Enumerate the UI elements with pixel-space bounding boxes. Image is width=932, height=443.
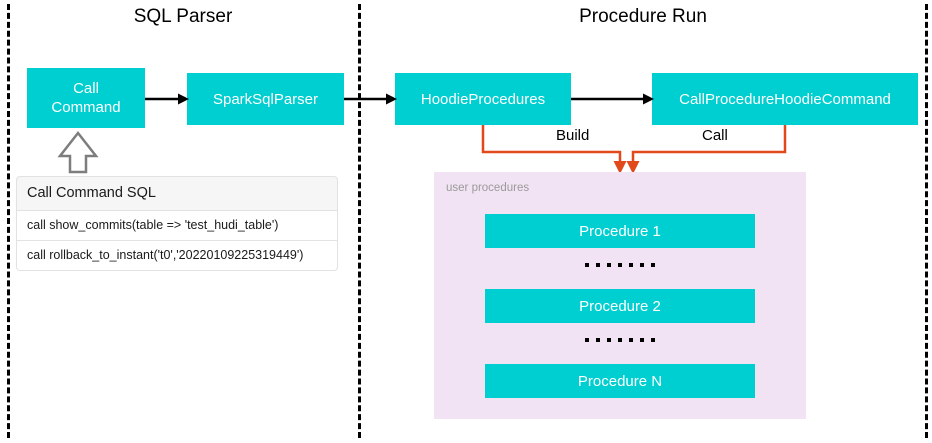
callout-up-arrow-icon [57,130,99,174]
dot [629,263,633,267]
node-spark-sql-parser[interactable]: SparkSqlParser [187,73,344,125]
dot [629,338,633,342]
node-call-command-line1: Call [73,80,99,97]
connector-label-build: Build [551,127,595,144]
dot [596,263,600,267]
dot [618,338,622,342]
dot [607,263,611,267]
arrow-spark-sql-parser-to-hoodie-procedures [344,93,397,105]
procedure-box[interactable]: Procedure 2 [485,289,755,323]
dot [651,338,655,342]
dot [596,338,600,342]
section-title-procedure-run: Procedure Run [579,6,707,27]
user-procedures-panel: user procedures Procedure 1 Procedure 2 … [434,172,806,419]
connector-label-call: Call [697,127,733,144]
procedure-box[interactable]: Procedure N [485,364,755,398]
dot [651,263,655,267]
arrow-call-command-to-spark-sql-parser [145,93,189,105]
user-procedures-label: user procedures [446,182,530,194]
dot [585,338,589,342]
procedure-box[interactable]: Procedure 1 [485,214,755,248]
sql-table-row: call show_commits(table => 'test_hudi_ta… [16,211,338,241]
node-call-command-label: Call Command [51,79,120,117]
sql-table-header: Call Command SQL [16,176,338,211]
divider-middle [358,4,361,438]
node-call-command[interactable]: Call Command [27,68,145,128]
ellipsis-separator [485,330,755,350]
divider-left [7,4,10,438]
section-title-sql-parser: SQL Parser [133,6,233,27]
node-hoodie-procedures[interactable]: HoodieProcedures [395,73,571,125]
dot [607,338,611,342]
dot [640,338,644,342]
dot [585,263,589,267]
ellipsis-separator [485,255,755,275]
node-call-command-line2: Command [51,99,121,116]
node-call-procedure-hoodie-command[interactable]: CallProcedureHoodieCommand [652,73,918,125]
divider-right [925,4,928,438]
dot [618,263,622,267]
dot [640,263,644,267]
sql-table-row: call rollback_to_instant('t0','202201092… [16,241,338,271]
arrow-hoodie-procedures-to-call-procedure-hoodie-command [571,93,654,105]
call-command-sql-table: Call Command SQL call show_commits(table… [16,176,338,271]
